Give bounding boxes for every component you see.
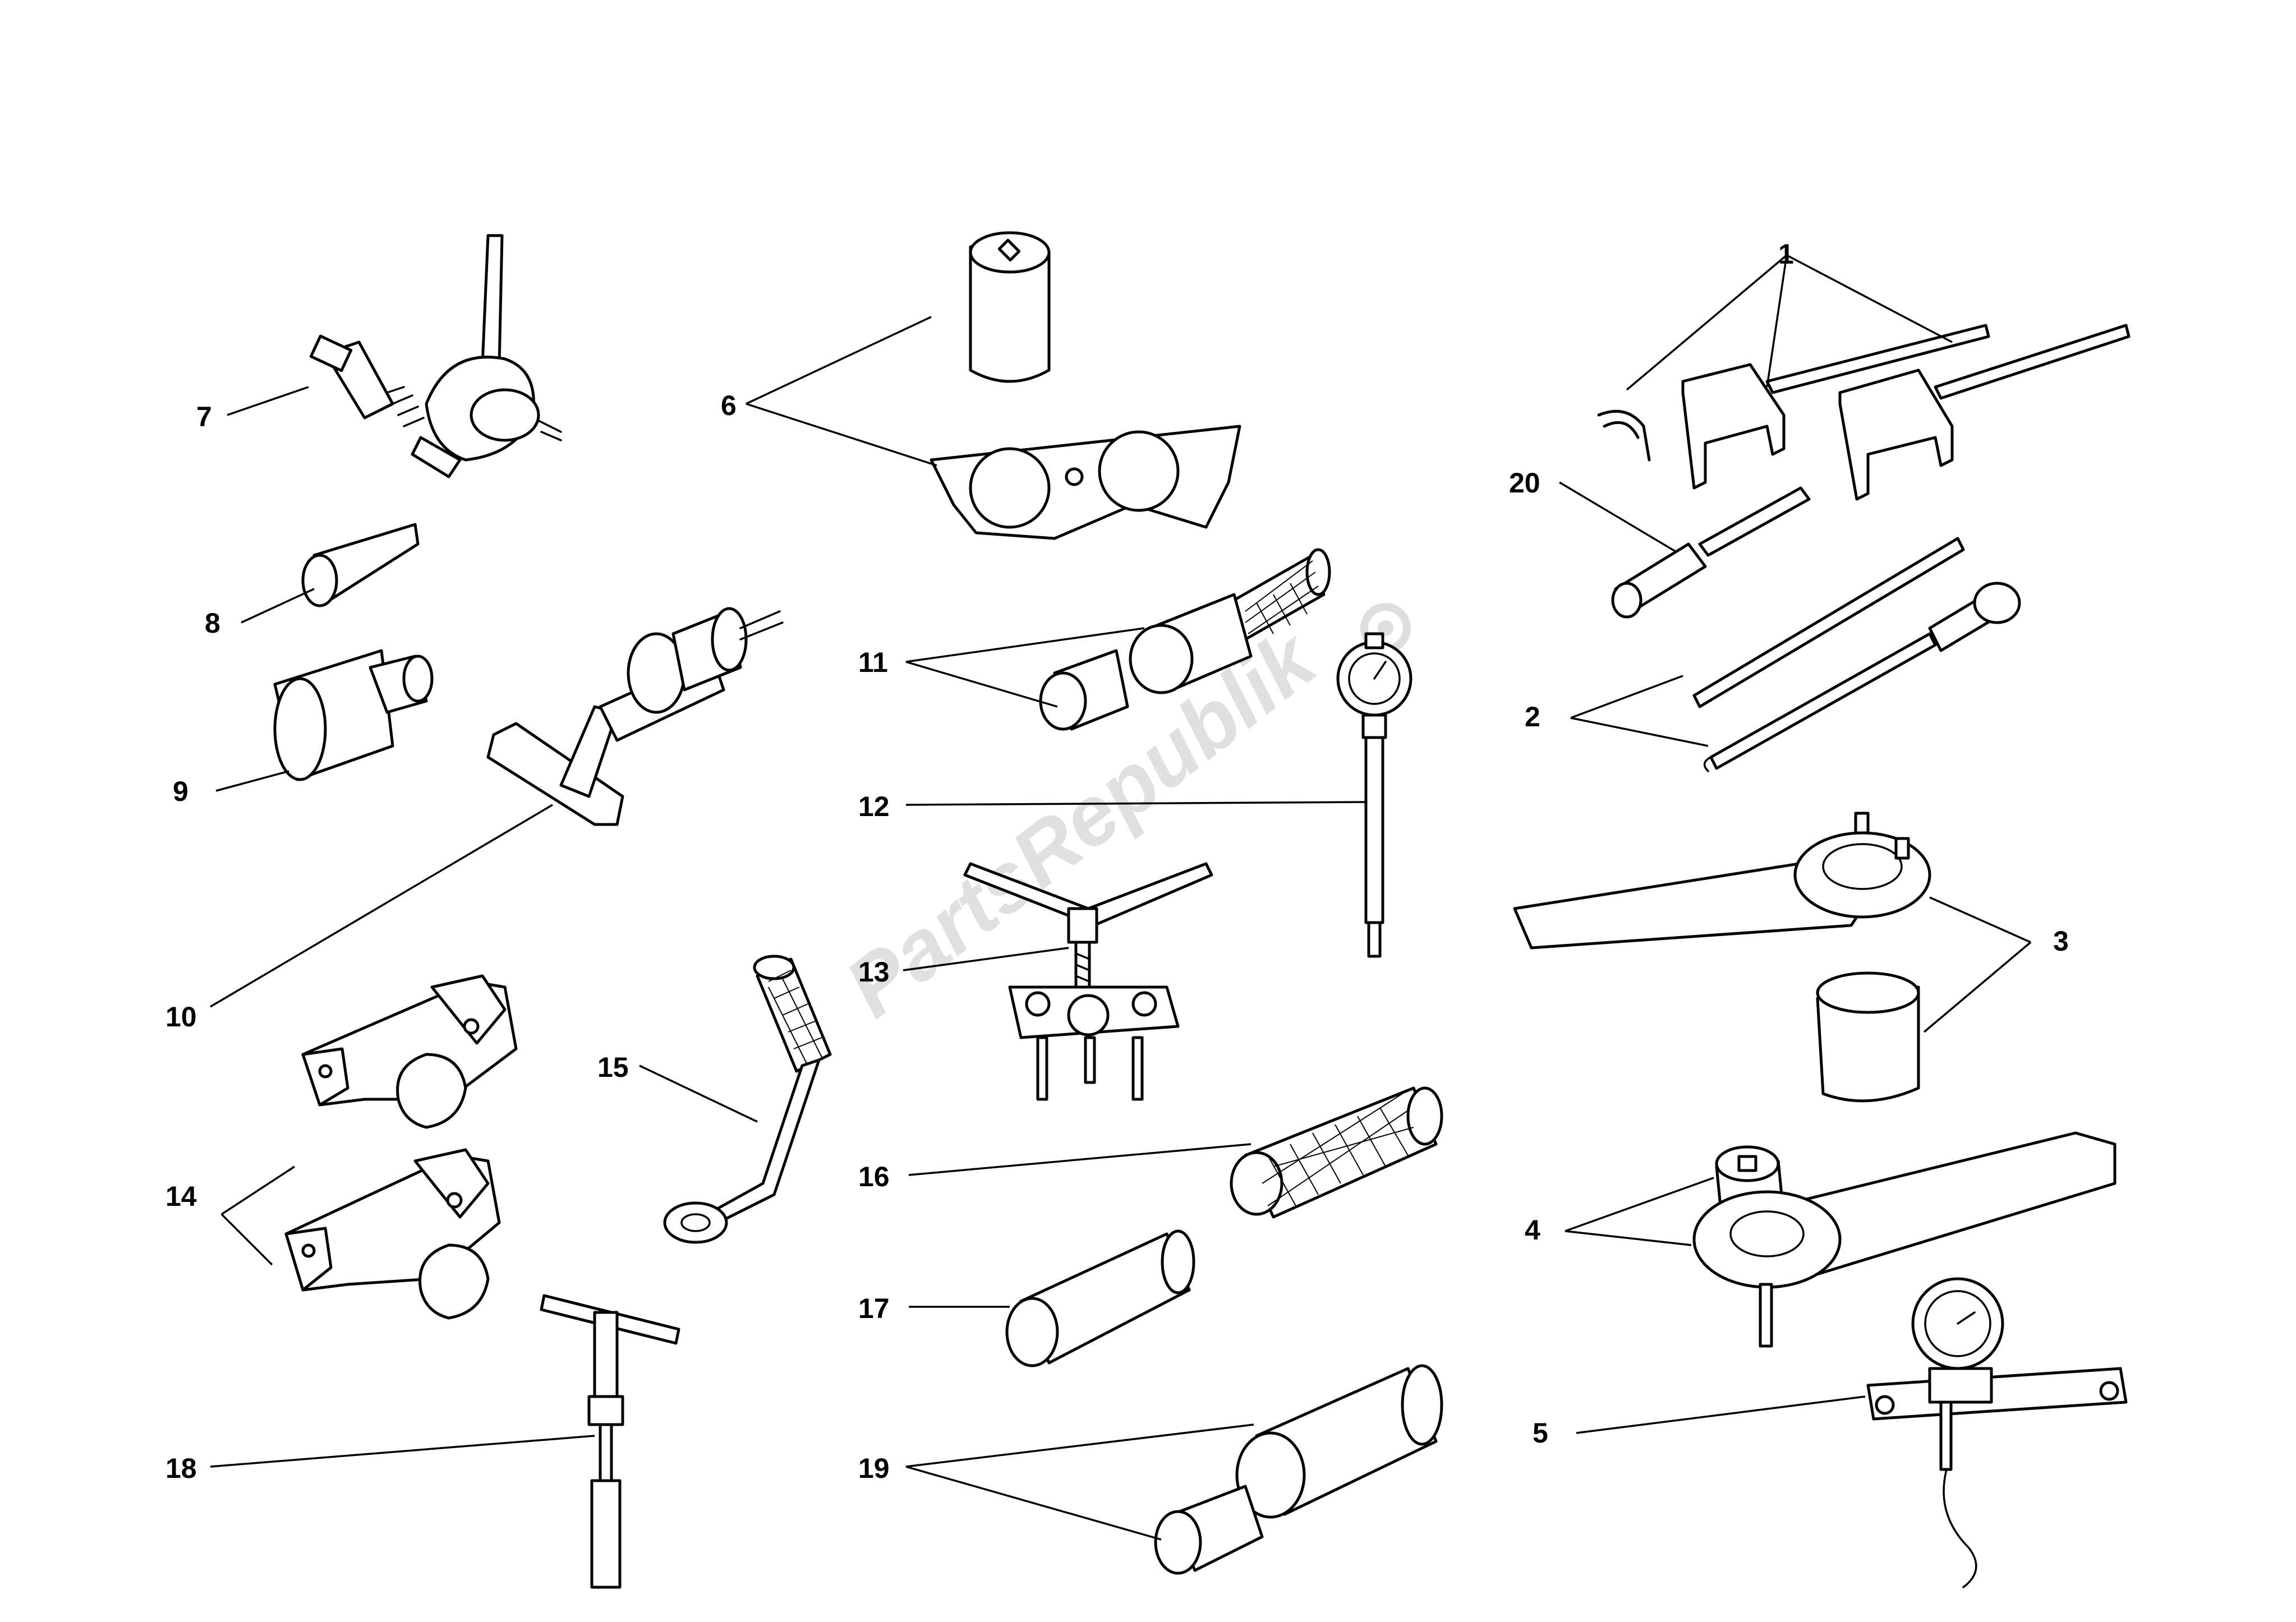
- part-15-tool[interactable]: [663, 955, 832, 1244]
- part-5-tool[interactable]: [1866, 1277, 2128, 1588]
- callout-9-label: 9: [173, 776, 188, 807]
- callout-11-label: 11: [858, 647, 888, 678]
- part-16-tool[interactable]: [1230, 1086, 1443, 1219]
- part-2-tool[interactable]: [1692, 537, 2021, 772]
- part-9-tool[interactable]: [273, 649, 434, 781]
- callout-16-label: 16: [858, 1161, 890, 1192]
- callout-14-label: 14: [165, 1181, 197, 1212]
- part-18-tool[interactable]: [540, 1294, 680, 1589]
- part-14-tool-upper[interactable]: [301, 974, 518, 1129]
- part-19-tool[interactable]: [1154, 1364, 1443, 1575]
- callout-3-label: 3: [2053, 925, 2069, 957]
- part-7-tool[interactable]: [309, 234, 562, 478]
- part-12-tool[interactable]: [1336, 632, 1412, 958]
- callout-6-label: 6: [721, 390, 737, 421]
- part-17-tool[interactable]: [1005, 1229, 1195, 1367]
- part-4-tool[interactable]: [1692, 1131, 2116, 1348]
- leader-lines: [210, 254, 2032, 1541]
- part-14-tool-lower[interactable]: [284, 1148, 501, 1320]
- part-1-tool[interactable]: [1597, 324, 2131, 501]
- callout-5-label: 5: [1533, 1417, 1548, 1449]
- callout-19-label: 19: [858, 1453, 890, 1484]
- callout-18-label: 18: [165, 1453, 197, 1484]
- part-13-tool[interactable]: [963, 862, 1213, 1101]
- callout-15-label: 15: [597, 1052, 629, 1083]
- part-3-tool[interactable]: [1513, 812, 1931, 1103]
- callout-10-label: 10: [165, 1001, 197, 1033]
- part-8-tool[interactable]: [301, 523, 420, 607]
- part-6-tool[interactable]: [930, 231, 1241, 540]
- callout-2-label: 2: [1525, 701, 1540, 732]
- callout-12-label: 12: [858, 791, 890, 822]
- callout-7-label: 7: [196, 401, 212, 432]
- callout-17-label: 17: [858, 1293, 890, 1324]
- callout-labels: 1 2 3 4 5 6 7 8 9 10 11 12 13 14 15 16 1…: [165, 238, 2069, 1484]
- callout-8-label: 8: [205, 607, 220, 639]
- callout-13-label: 13: [858, 956, 890, 988]
- callout-4-label: 4: [1525, 1214, 1540, 1246]
- callout-1-label: 1: [1778, 238, 1794, 270]
- callout-20-label: 20: [1509, 467, 1540, 499]
- part-11-tool[interactable]: [1039, 548, 1331, 731]
- part-20-tool[interactable]: [1611, 486, 1811, 619]
- part-10-tool[interactable]: [486, 607, 784, 826]
